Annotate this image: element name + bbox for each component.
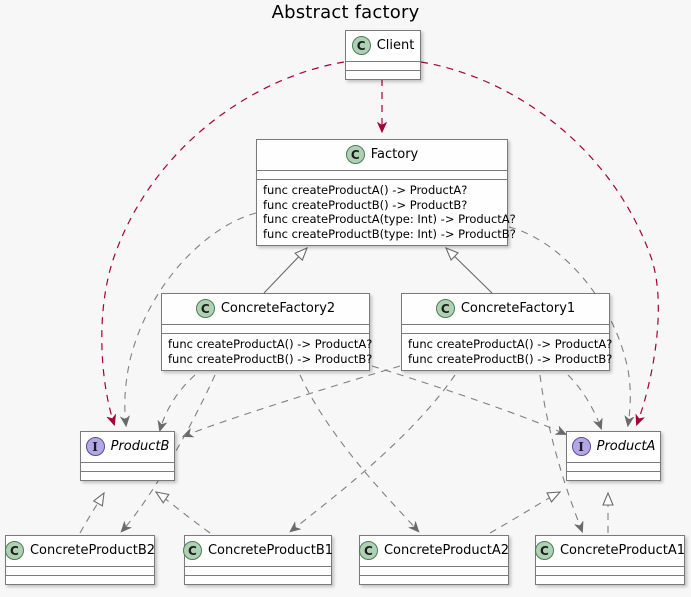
node-concrete-factory1-methods: func createProductA() -> ProductA? func … <box>402 334 613 370</box>
class-stereotype-icon: C <box>358 541 378 560</box>
edge-concretefactory2-to-producta <box>371 365 565 434</box>
node-client-name: Client <box>376 38 415 53</box>
node-product-a-attributes <box>567 463 660 472</box>
edge-factory-to-producta <box>508 226 630 425</box>
class-stereotype-icon: C <box>345 145 365 164</box>
node-factory-methods: func createProductA() -> ProductA? func … <box>257 180 516 245</box>
node-concrete-product-a2-methods <box>360 576 508 584</box>
edge-concretefactory1-to-productb <box>184 365 401 436</box>
method-row: func createProductB(type: Int) -> Produc… <box>263 226 516 241</box>
method-row: func createProductB() -> ProductB? <box>168 351 373 366</box>
node-concrete-factory2-methods: func createProductA() -> ProductA? func … <box>162 334 373 370</box>
node-concrete-factory2-attributes <box>162 325 369 334</box>
node-concrete-product-b2-name: ConcreteProductB2 <box>29 543 156 558</box>
node-concrete-product-a1-attributes <box>536 567 684 576</box>
node-concrete-product-b1[interactable]: C ConcreteProductB1 <box>182 535 334 585</box>
node-concrete-product-b1-name: ConcreteProductB1 <box>207 543 334 558</box>
node-product-a-header: I ProductA <box>567 432 660 463</box>
node-concrete-product-a2-attributes <box>360 567 508 576</box>
edge-concretefactory2-to-factory <box>263 246 308 294</box>
node-concrete-product-b2-methods <box>6 576 154 584</box>
method-row: func createProductB() -> ProductB? <box>408 351 613 366</box>
class-stereotype-icon: C <box>195 299 215 318</box>
method-row: func createProductA(type: Int) -> Produc… <box>263 212 516 226</box>
class-stereotype-icon: C <box>182 541 202 560</box>
class-stereotype-icon: C <box>351 36 371 55</box>
method-row: func createProductA() -> ProductA? <box>168 337 373 351</box>
node-factory[interactable]: C Factory func createProductA() -> Produ… <box>256 139 516 246</box>
node-product-b-methods <box>81 472 174 480</box>
node-factory-header: C Factory <box>257 140 507 171</box>
node-concrete-product-a1[interactable]: C ConcreteProductA1 <box>534 535 686 585</box>
node-product-a-methods <box>567 472 660 480</box>
node-concrete-product-a2-header: C ConcreteProductA2 <box>358 536 510 567</box>
node-product-b-attributes <box>81 463 174 472</box>
edge-factory-to-productb <box>125 212 257 425</box>
node-concrete-factory2-header: C ConcreteFactory2 <box>162 294 369 325</box>
node-concrete-factory1[interactable]: C ConcreteFactory1 func createProductA()… <box>401 293 613 371</box>
node-product-b[interactable]: I ProductB <box>80 431 175 481</box>
node-concrete-product-b2-attributes <box>6 567 154 576</box>
edge-concretefactory2-to-concreteproducta2 <box>299 374 418 531</box>
edge-concretefactory1-to-concreteproductb1 <box>291 374 456 531</box>
class-stereotype-icon: C <box>534 541 554 560</box>
node-concrete-factory1-header: C ConcreteFactory1 <box>402 294 609 325</box>
edge-client-to-productb <box>101 61 345 424</box>
edge-concreteproductb2-to-productb <box>79 491 105 534</box>
node-client-methods <box>346 71 420 79</box>
node-concrete-factory1-attributes <box>402 325 609 334</box>
method-row: func createProductA() -> ProductA? <box>408 337 613 351</box>
node-product-a-name: ProductA <box>596 439 656 454</box>
method-row: func createProductA() -> ProductA? <box>263 183 468 197</box>
diagram-title: Abstract factory <box>271 2 420 23</box>
node-client-header: C Client <box>346 31 420 62</box>
interface-stereotype-icon: I <box>85 437 105 456</box>
node-client[interactable]: C Client <box>345 30 421 80</box>
node-concrete-product-b1-attributes <box>185 567 331 576</box>
class-stereotype-icon: C <box>435 299 455 318</box>
node-client-attributes <box>346 62 420 71</box>
node-concrete-product-b2-header: C ConcreteProductB2 <box>4 536 156 567</box>
edge-concreteproductb1-to-productb <box>154 491 211 534</box>
node-concrete-product-a1-methods <box>536 576 684 584</box>
edge-concretefactory1-to-concreteproducta1 <box>539 374 582 531</box>
node-product-b-header: I ProductB <box>81 432 174 463</box>
node-concrete-product-a2[interactable]: C ConcreteProductA2 <box>358 535 510 585</box>
node-concrete-factory2-name: ConcreteFactory2 <box>220 301 336 316</box>
node-factory-name: Factory <box>370 147 419 162</box>
node-product-b-name: ProductB <box>110 439 170 454</box>
node-concrete-product-b2[interactable]: C ConcreteProductB2 <box>4 535 156 585</box>
interface-stereotype-icon: I <box>571 437 591 456</box>
class-stereotype-icon: C <box>4 541 24 560</box>
node-product-a[interactable]: I ProductA <box>566 431 661 481</box>
node-concrete-product-a1-header: C ConcreteProductA1 <box>534 536 686 567</box>
edge-concretefactory2-to-productb <box>160 374 196 430</box>
node-factory-attributes <box>257 171 507 180</box>
node-concrete-product-b1-methods <box>185 576 331 584</box>
method-row: func createProductB() -> ProductB? <box>263 197 468 212</box>
node-concrete-factory1-name: ConcreteFactory1 <box>460 301 576 316</box>
edge-client-to-producta <box>420 61 659 424</box>
node-concrete-product-a1-name: ConcreteProductA1 <box>559 543 686 558</box>
node-concrete-product-a2-name: ConcreteProductA2 <box>383 543 510 558</box>
edge-concretefactory1-to-factory <box>444 247 493 294</box>
node-concrete-product-b1-header: C ConcreteProductB1 <box>182 536 334 567</box>
edge-concretefactory1-to-producta <box>567 374 601 428</box>
node-concrete-factory2[interactable]: C ConcreteFactory2 func createProductA()… <box>161 293 373 371</box>
edge-concreteproducta2-to-producta <box>489 491 562 534</box>
